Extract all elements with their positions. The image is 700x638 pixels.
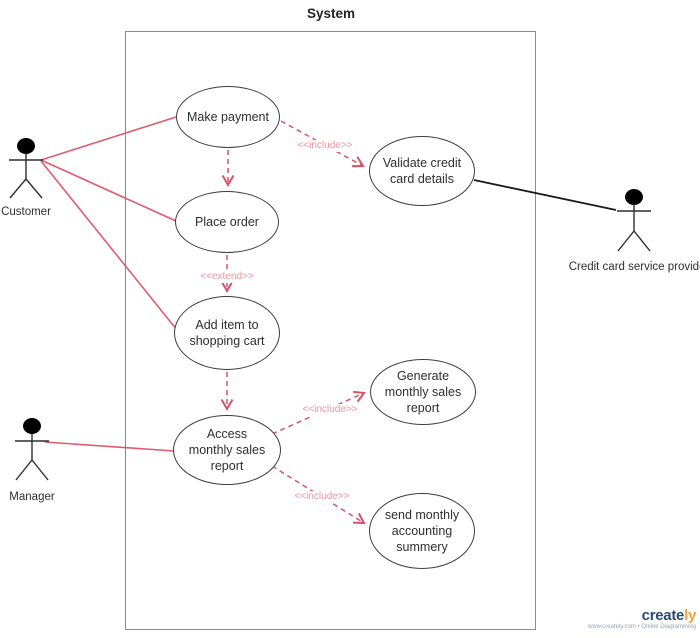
actor-customer-figure[interactable] xyxy=(9,138,43,199)
usecase-place-order-label: Place order xyxy=(195,214,259,229)
association-lines[interactable] xyxy=(40,116,178,452)
system-boundary-title: System xyxy=(306,6,356,21)
stereotype-extend-place-additem: <<extend>> xyxy=(185,271,269,283)
association-manager-access-report[interactable] xyxy=(44,441,175,452)
association-customer-add-item[interactable] xyxy=(40,160,178,331)
actor-provider-head xyxy=(625,189,643,205)
usecase-make-payment[interactable]: Make payment xyxy=(176,86,280,148)
creately-logo-create: create xyxy=(641,607,685,624)
usecase-generate-monthly-sales-report[interactable]: Generate monthly sales report xyxy=(370,359,476,425)
usecase-generate-label: Generate monthly sales report xyxy=(384,368,462,416)
creately-watermark[interactable]: creately www.creately.com • Online Diagr… xyxy=(588,608,696,630)
association-customer-place-order[interactable] xyxy=(40,159,177,222)
system-boundary-box[interactable] xyxy=(125,31,536,630)
actor-provider-figure[interactable] xyxy=(617,189,651,252)
usecase-validate-label: Validate credit card details xyxy=(382,155,462,186)
actor-manager-label: Manager xyxy=(9,491,55,503)
association-customer-make-payment[interactable] xyxy=(40,116,177,161)
usecase-add-item-to-shopping-cart[interactable]: Add item to shopping cart xyxy=(174,296,280,370)
actor-manager-figure[interactable] xyxy=(15,418,49,481)
usecase-send-label: send monthly accounting summery xyxy=(384,507,460,555)
creately-logo-ly: ly xyxy=(684,607,696,624)
actor-customer-label: Customer xyxy=(1,206,51,218)
actor-customer-head xyxy=(17,138,35,154)
usecase-validate-credit-card-details[interactable]: Validate credit card details xyxy=(369,136,475,206)
stereotype-include-access-send: <<include>> xyxy=(280,491,364,503)
usecase-add-item-label: Add item to shopping cart xyxy=(189,317,265,348)
usecase-make-payment-label: Make payment xyxy=(187,109,269,124)
stereotype-include-make-validate: <<include>> xyxy=(283,140,367,152)
dependency-access-generate-report[interactable] xyxy=(271,390,366,435)
actor-manager-head xyxy=(23,418,41,434)
usecase-send-monthly-accounting-summery[interactable]: send monthly accounting summery xyxy=(369,493,475,569)
creately-tagline: www.creately.com • Online Diagramming xyxy=(587,624,696,630)
association-validate-provider[interactable] xyxy=(473,179,617,211)
usecase-place-order[interactable]: Place order xyxy=(175,191,279,253)
creately-logo[interactable]: creately xyxy=(588,607,697,624)
usecase-access-monthly-sales-report[interactable]: Access monthly sales report xyxy=(173,415,281,485)
actor-provider-label: Credit card service provider xyxy=(568,261,700,273)
stereotype-include-access-generate: <<include>> xyxy=(288,404,372,416)
usecase-access-label: Access monthly sales report xyxy=(188,426,266,474)
